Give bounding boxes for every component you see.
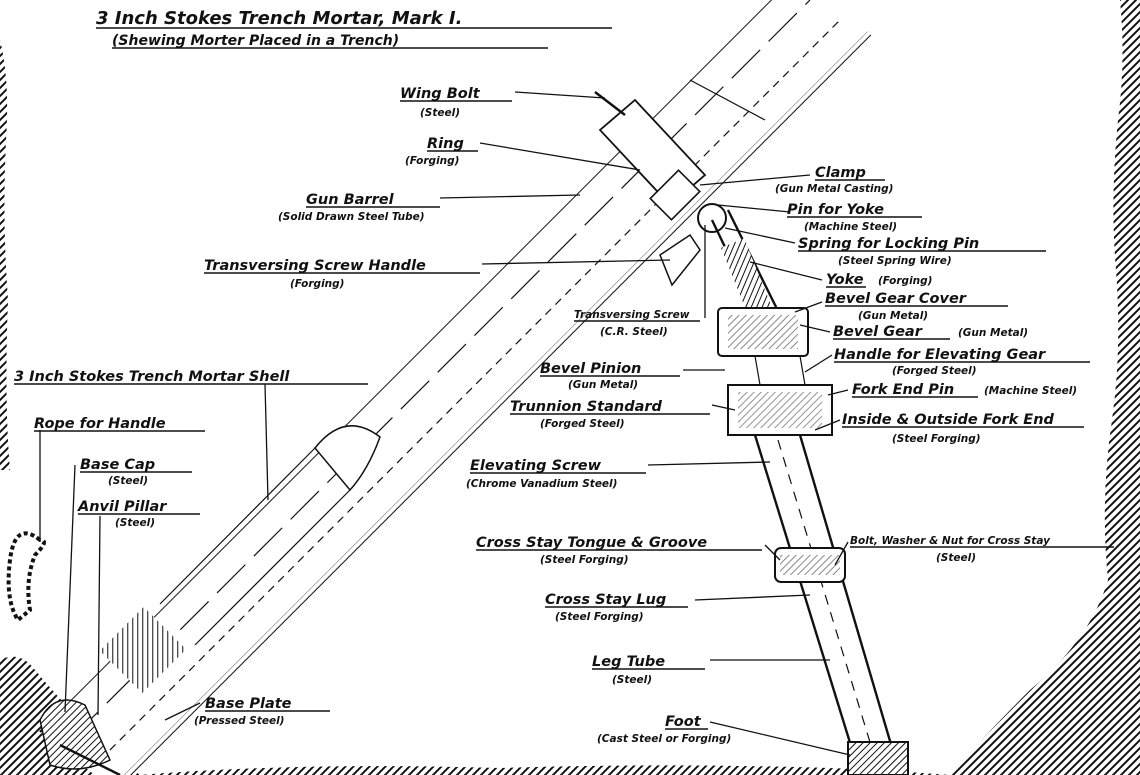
cross-stay-lug-material: (Steel Forging) bbox=[555, 611, 644, 623]
fork-end-pin-name: Fork End Pin bbox=[852, 382, 954, 398]
label-foot: Foot (Cast Steel or Forging) bbox=[597, 714, 731, 745]
mortar-shell bbox=[99, 425, 381, 694]
trench-wall-right bbox=[950, 0, 1140, 775]
bevel-gear-cover-name: Bevel Gear Cover bbox=[825, 291, 967, 307]
yoke-name: Yoke bbox=[826, 272, 864, 288]
label-wing-bolt: Wing Bolt (Steel) bbox=[400, 86, 512, 119]
clamp-assembly bbox=[594, 91, 727, 287]
shell-name: 3 Inch Stokes Trench Mortar Shell bbox=[14, 369, 290, 385]
clamp-material: (Gun Metal Casting) bbox=[775, 183, 893, 195]
spring-material: (Steel Spring Wire) bbox=[838, 255, 952, 267]
rope-loop bbox=[6, 531, 46, 623]
foot-material: (Cast Steel or Forging) bbox=[597, 733, 731, 745]
transversing-screw-name: Transversing Screw bbox=[574, 309, 690, 321]
title-line1: 3 Inch Stokes Trench Mortar, Mark I. bbox=[96, 8, 462, 29]
label-cross-stay-lug: Cross Stay Lug (Steel Forging) bbox=[545, 592, 688, 623]
bipod-leg bbox=[710, 209, 909, 775]
foot-name: Foot bbox=[665, 714, 702, 730]
label-spring-for-locking-pin: Spring for Locking Pin (Steel Spring Wir… bbox=[798, 236, 1046, 267]
title-line2: (Shewing Morter Placed in a Trench) bbox=[112, 33, 399, 49]
cross-stay-lug-name: Cross Stay Lug bbox=[545, 592, 666, 608]
label-bevel-gear: Bevel Gear (Gun Metal) bbox=[833, 324, 1028, 340]
bevel-gear-material: (Gun Metal) bbox=[958, 327, 1028, 339]
label-base-cap: Base Cap (Steel) bbox=[80, 457, 192, 487]
handle-elevating-material: (Forged Steel) bbox=[892, 365, 977, 377]
leg-tube-material: (Steel) bbox=[612, 674, 652, 686]
label-yoke: Yoke (Forging) bbox=[826, 272, 932, 288]
leg-tube-name: Leg Tube bbox=[592, 654, 665, 670]
label-leg-tube: Leg Tube (Steel) bbox=[592, 654, 705, 686]
leader-lines bbox=[39, 91, 851, 756]
label-gun-barrel: Gun Barrel (Solid Drawn Steel Tube) bbox=[278, 192, 440, 223]
diagram-title: 3 Inch Stokes Trench Mortar, Mark I. (Sh… bbox=[96, 8, 612, 49]
label-handle-for-elevating-gear: Handle for Elevating Gear (Forged Steel) bbox=[834, 347, 1090, 377]
wing-bolt-material: (Steel) bbox=[420, 107, 460, 119]
bevel-gear-name: Bevel Gear bbox=[833, 324, 923, 340]
elevating-screw-name: Elevating Screw bbox=[470, 458, 602, 474]
base-plate-name: Base Plate bbox=[205, 696, 292, 712]
label-bevel-gear-cover: Bevel Gear Cover (Gun Metal) bbox=[825, 291, 1008, 322]
clamp-name: Clamp bbox=[815, 165, 866, 181]
fork-end-pin-material: (Machine Steel) bbox=[984, 385, 1077, 397]
label-anvil-pillar: Anvil Pillar (Steel) bbox=[77, 499, 200, 529]
label-clamp: Clamp (Gun Metal Casting) bbox=[775, 165, 893, 195]
transversing-screw-material: (C.R. Steel) bbox=[600, 326, 668, 338]
label-fork-end: Inside & Outside Fork End (Steel Forging… bbox=[842, 412, 1084, 445]
wing-bolt-name: Wing Bolt bbox=[400, 86, 481, 102]
cross-stay-tongue-name: Cross Stay Tongue & Groove bbox=[476, 535, 707, 551]
label-bolt-washer-nut: Bolt, Washer & Nut for Cross Stay (Steel… bbox=[850, 535, 1114, 564]
trench-floor bbox=[140, 765, 950, 775]
label-cross-stay-tongue: Cross Stay Tongue & Groove (Steel Forgin… bbox=[476, 535, 762, 566]
fork-end-name: Inside & Outside Fork End bbox=[842, 412, 1055, 428]
gun-barrel-material: (Solid Drawn Steel Tube) bbox=[278, 211, 425, 223]
base-plate-material: (Pressed Steel) bbox=[194, 715, 285, 727]
ring-name: Ring bbox=[427, 136, 464, 152]
transversing-screw-handle-name: Transversing Screw Handle bbox=[204, 258, 426, 274]
spring-name: Spring for Locking Pin bbox=[798, 236, 979, 252]
anvil-pillar-name: Anvil Pillar bbox=[77, 499, 167, 515]
label-pin-for-yoke: Pin for Yoke (Machine Steel) bbox=[787, 202, 922, 233]
bolt-washer-nut-material: (Steel) bbox=[936, 552, 976, 564]
label-shell: 3 Inch Stokes Trench Mortar Shell bbox=[14, 369, 368, 385]
pin-for-yoke-name: Pin for Yoke bbox=[787, 202, 884, 218]
base-plate bbox=[39, 699, 121, 775]
cross-stay-tongue-material: (Steel Forging) bbox=[540, 554, 629, 566]
label-elevating-screw: Elevating Screw (Chrome Vanadium Steel) bbox=[466, 458, 646, 490]
gun-barrel-name: Gun Barrel bbox=[306, 192, 395, 208]
handle-elevating-name: Handle for Elevating Gear bbox=[834, 347, 1046, 363]
base-cap-material: (Steel) bbox=[108, 475, 148, 487]
bevel-pinion-name: Bevel Pinion bbox=[540, 361, 641, 377]
trench-wall-left bbox=[0, 40, 10, 470]
trunnion-name: Trunnion Standard bbox=[510, 399, 663, 415]
label-trunnion-standard: Trunnion Standard (Forged Steel) bbox=[510, 399, 710, 430]
elevating-screw-material: (Chrome Vanadium Steel) bbox=[466, 478, 617, 490]
label-ring: Ring (Forging) bbox=[405, 136, 478, 167]
label-bevel-pinion: Bevel Pinion (Gun Metal) bbox=[540, 361, 680, 391]
anvil-pillar-material: (Steel) bbox=[115, 517, 155, 529]
trunnion-material: (Forged Steel) bbox=[540, 418, 625, 430]
bevel-pinion-material: (Gun Metal) bbox=[568, 379, 638, 391]
transversing-screw-handle-material: (Forging) bbox=[290, 278, 344, 290]
base-cap-name: Base Cap bbox=[80, 457, 155, 473]
label-fork-end-pin: Fork End Pin (Machine Steel) bbox=[852, 382, 1077, 398]
label-rope-for-handle: Rope for Handle bbox=[34, 416, 205, 432]
yoke-material: (Forging) bbox=[878, 275, 932, 287]
fork-end-material: (Steel Forging) bbox=[892, 433, 981, 445]
label-base-plate: Base Plate (Pressed Steel) bbox=[194, 696, 330, 727]
rope-name: Rope for Handle bbox=[34, 416, 166, 432]
label-transversing-screw: Transversing Screw (C.R. Steel) bbox=[574, 309, 700, 338]
bevel-gear-cover-material: (Gun Metal) bbox=[858, 310, 928, 322]
bolt-washer-nut-name: Bolt, Washer & Nut for Cross Stay bbox=[850, 535, 1051, 547]
pin-for-yoke-material: (Machine Steel) bbox=[804, 221, 897, 233]
label-transversing-screw-handle: Transversing Screw Handle (Forging) bbox=[204, 258, 480, 290]
ring-material: (Forging) bbox=[405, 155, 459, 167]
